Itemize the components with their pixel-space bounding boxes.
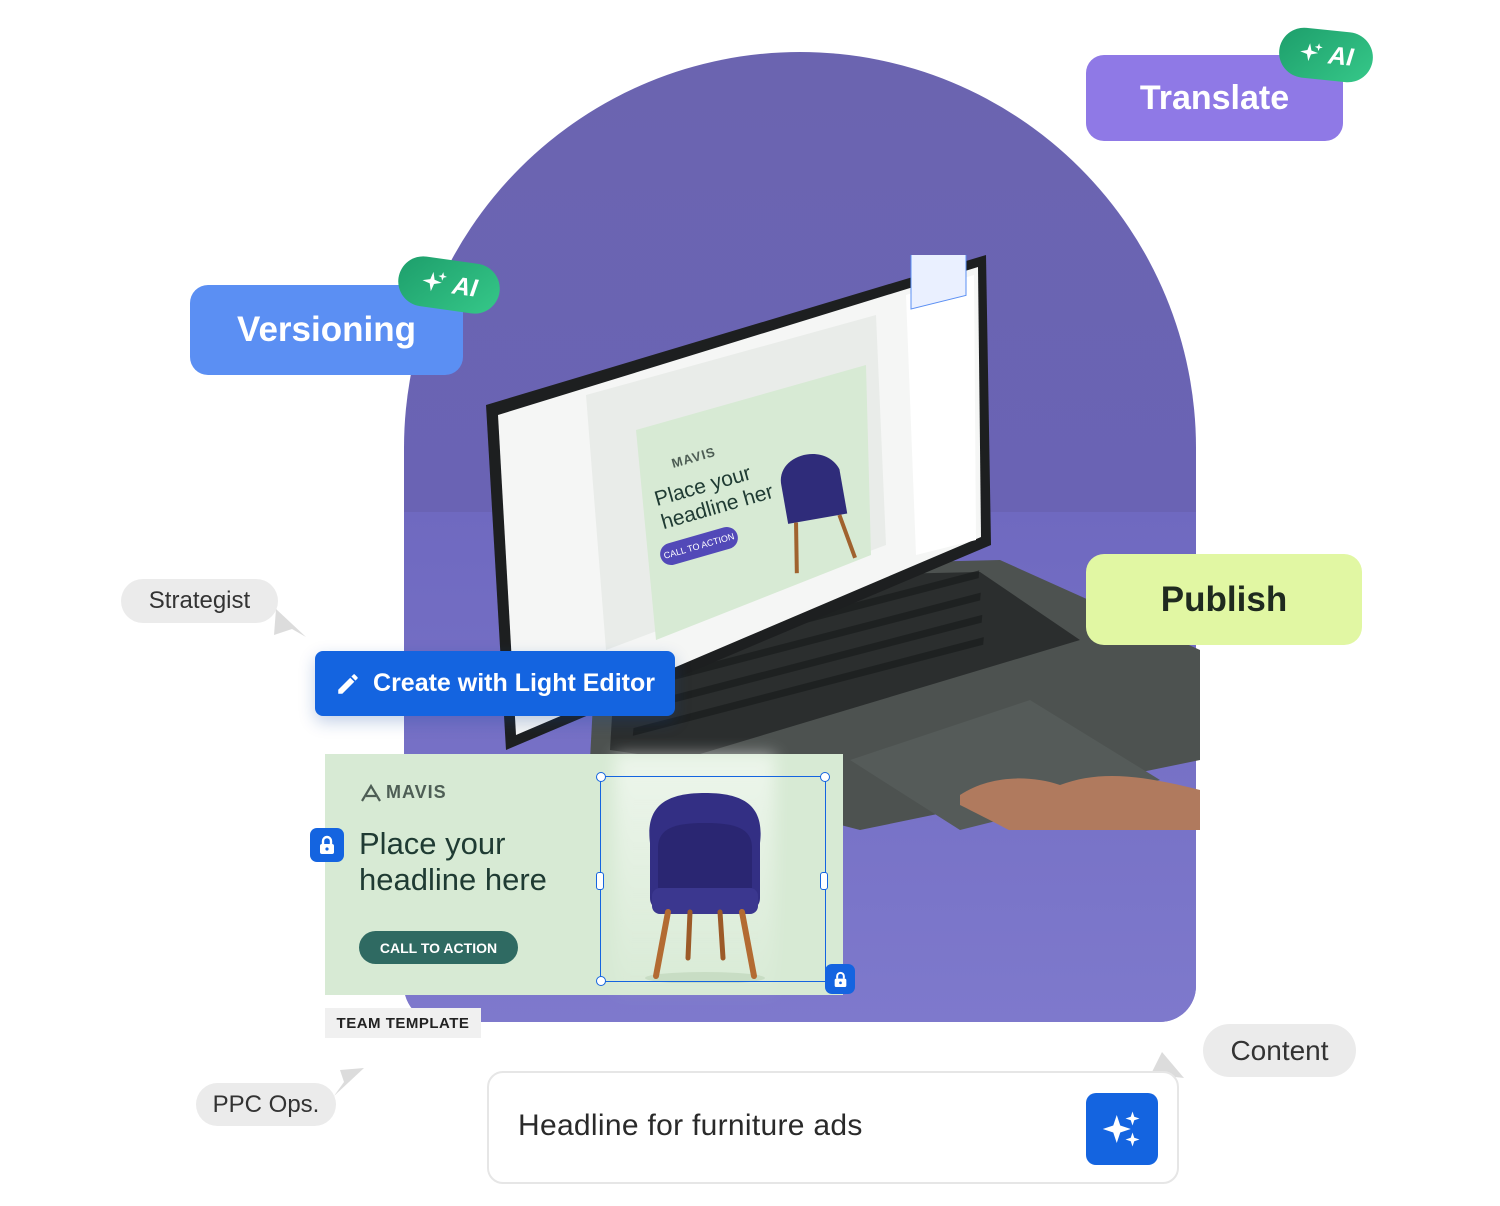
ai-badge-label: AI (450, 271, 480, 303)
resize-handle-right[interactable] (820, 872, 828, 890)
banner-logo: MAVIS (360, 782, 447, 803)
content-tag: Content (1203, 1024, 1356, 1077)
resize-handle-bottom-left[interactable] (596, 976, 606, 986)
banner-brand: MAVIS (386, 782, 447, 802)
content-label: Content (1230, 1034, 1329, 1066)
lock-icon (320, 835, 334, 854)
chair-image[interactable] (630, 788, 780, 983)
image-selection-box[interactable] (600, 776, 826, 982)
ppc-ops-label: PPC Ops. (212, 1090, 320, 1118)
create-button-label: Create with Light Editor (373, 669, 655, 697)
headline-lock-button[interactable] (310, 828, 344, 862)
sparkle-icon (1299, 43, 1323, 62)
prompt-input[interactable]: Headline for furniture ads (487, 1071, 1179, 1184)
create-with-light-editor-button[interactable]: Create with Light Editor (315, 651, 675, 716)
versioning-label: Versioning (237, 310, 416, 349)
ad-banner[interactable]: MAVIS Place your headline here CALL TO A… (325, 754, 843, 995)
banner-cta-button[interactable]: CALL TO ACTION (359, 931, 518, 964)
ai-badge-versioning: AI (395, 253, 503, 317)
lock-icon (834, 971, 846, 987)
sparkle-icon (422, 271, 447, 292)
banner-headline[interactable]: Place your headline here (359, 826, 547, 897)
prompt-text[interactable]: Headline for furniture ads (518, 1109, 863, 1142)
publish-pill[interactable]: Publish (1086, 554, 1362, 645)
laptop-screen: MAVIS Place your headline her CALL TO AC… (486, 224, 991, 750)
publish-label: Publish (1160, 579, 1288, 619)
ppc-ops-tag: PPC Ops. (196, 1083, 336, 1126)
resize-handle-left[interactable] (596, 872, 604, 890)
generate-ai-button[interactable] (1086, 1093, 1158, 1165)
hand (960, 775, 1200, 830)
image-lock-button[interactable] (825, 964, 855, 994)
team-template-label: TEAM TEMPLATE (325, 1008, 481, 1038)
laptop-screen-art (486, 224, 991, 750)
ai-badge-label: AI (1327, 40, 1355, 72)
ai-badge-translate: AI (1276, 25, 1376, 85)
strategist-cursor-icon (274, 609, 306, 637)
resize-handle-top-left[interactable] (596, 772, 606, 782)
brand-mark-icon (361, 783, 381, 802)
ppc-cursor-icon (334, 1068, 364, 1096)
sparkle-icon (1102, 1111, 1140, 1147)
resize-handle-top-right[interactable] (820, 772, 830, 782)
translate-label: Translate (1139, 78, 1290, 117)
strategist-tag: Strategist (121, 579, 278, 623)
strategist-label: Strategist (148, 587, 251, 614)
pencil-icon (338, 673, 358, 694)
screen-chair (781, 454, 857, 574)
